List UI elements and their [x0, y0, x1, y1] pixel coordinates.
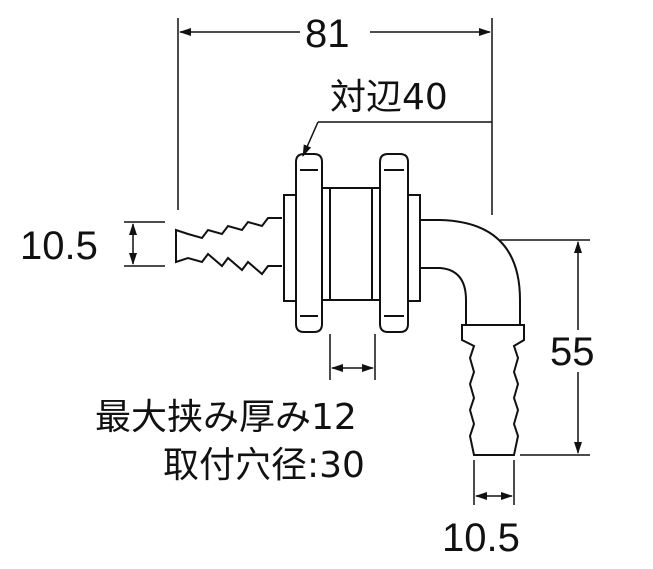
dimension-left-10-5-lines [124, 221, 165, 267]
dimension-bottom-10-5-lines [473, 460, 515, 505]
dimension-bottom-10-5-label: 10.5 [442, 516, 520, 560]
across-flats-leader [302, 121, 492, 157]
left-hose-barb [175, 217, 282, 276]
dimension-left-10-5-label: 10.5 [20, 224, 98, 268]
dimension-thickness-lines [329, 334, 376, 380]
max-clamp-thickness-note: 最大挟み厚み12 [95, 397, 357, 438]
across-flats-label: 対辺40 [330, 77, 448, 118]
elbow-pipe [420, 219, 521, 325]
right-hose-barb [461, 324, 525, 456]
mounting-hole-note: 取付穴径:30 [163, 445, 365, 486]
body-nuts [283, 153, 421, 333]
dimension-81-lines [177, 18, 493, 215]
dimension-81-label: 81 [305, 12, 350, 56]
dimension-55-lines [500, 239, 590, 456]
dimension-55-label: 55 [550, 330, 595, 374]
